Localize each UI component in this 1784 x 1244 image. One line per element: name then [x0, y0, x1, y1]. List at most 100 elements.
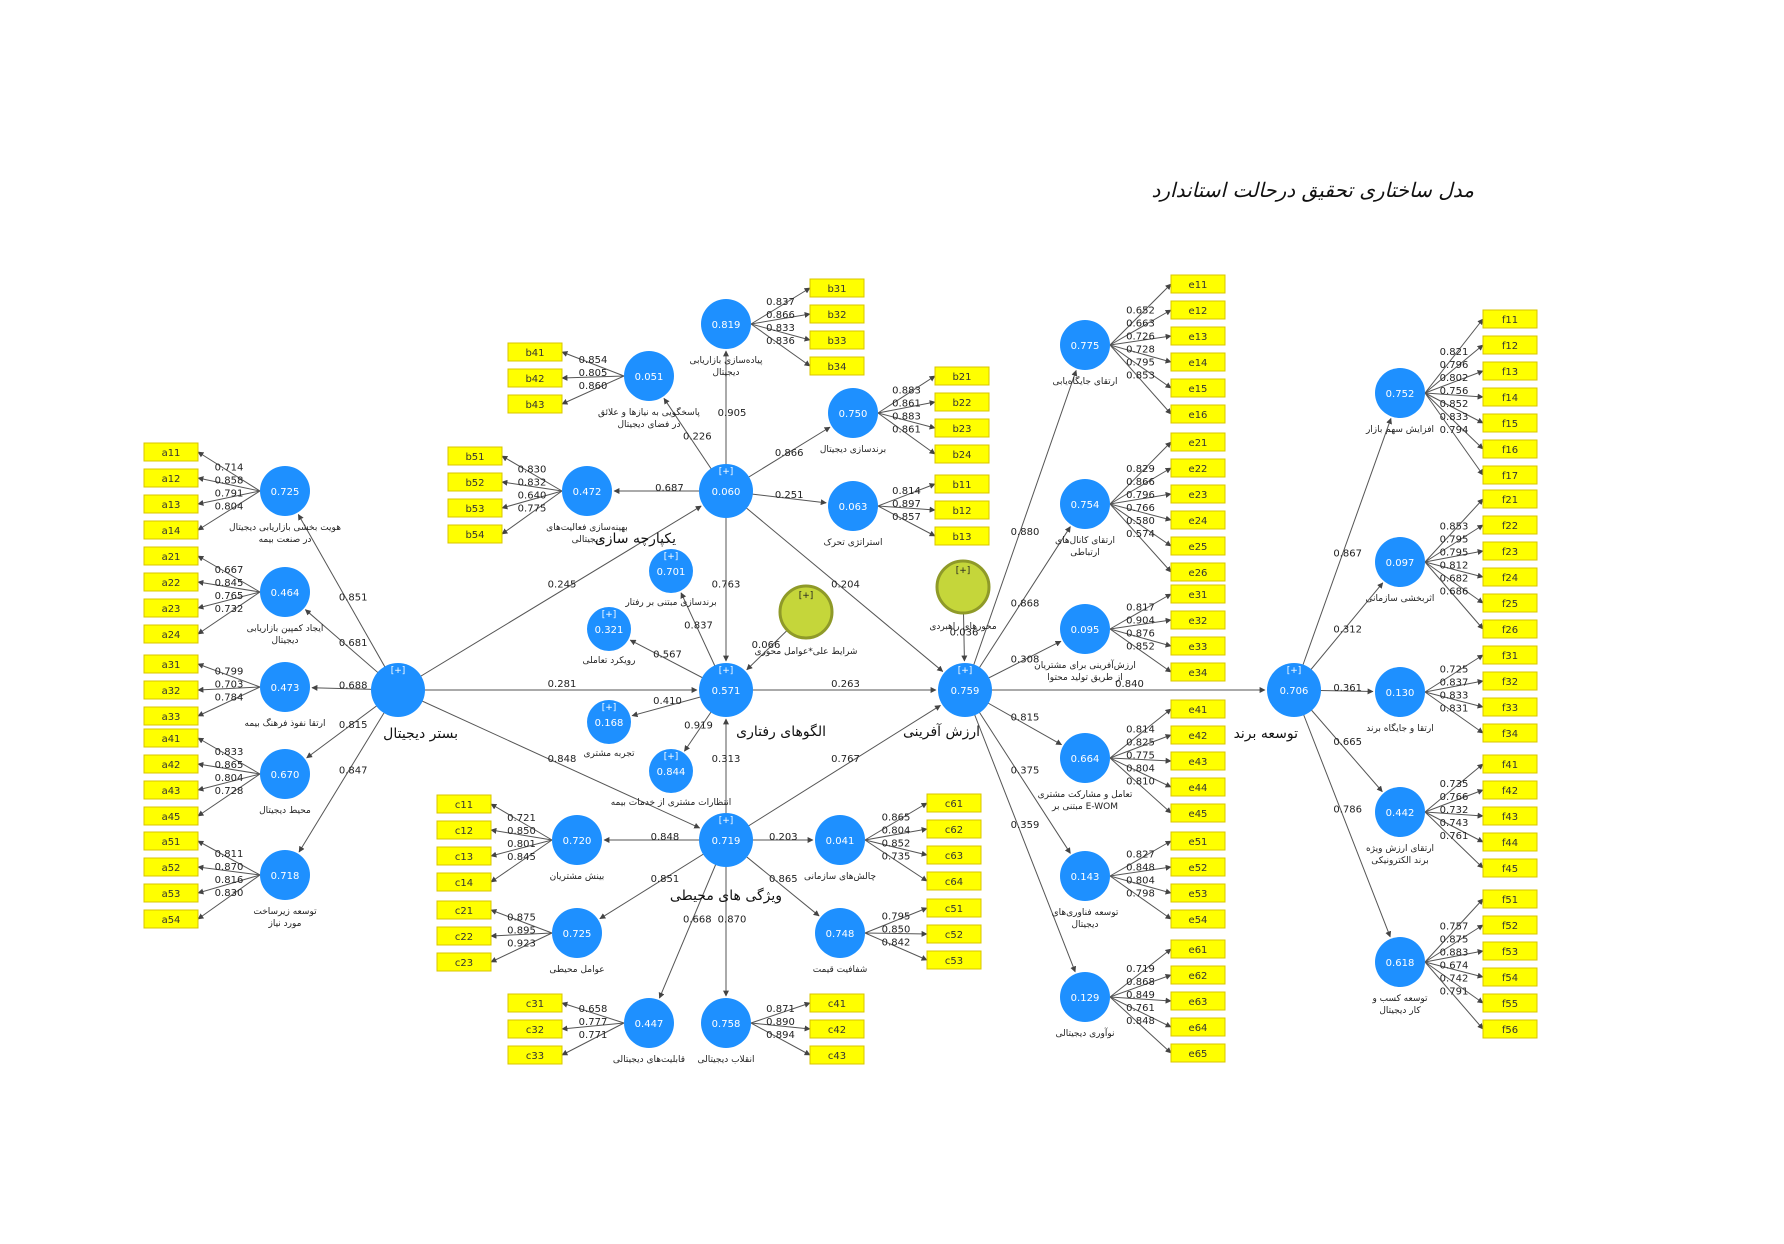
- indicator-box[interactable]: [1170, 300, 1226, 320]
- indicator-box[interactable]: [1170, 831, 1226, 851]
- indicator-box[interactable]: [1482, 309, 1538, 329]
- latent-node-c6[interactable]: 0.041: [815, 815, 865, 865]
- indicator-box[interactable]: [1482, 858, 1538, 878]
- indicator-f31[interactable]: f31: [1482, 645, 1538, 665]
- latent-circle[interactable]: [1060, 972, 1110, 1022]
- latent-circle[interactable]: [1060, 320, 1110, 370]
- indicator-box[interactable]: [143, 780, 199, 800]
- indicator-box[interactable]: [436, 900, 492, 920]
- indicator-box[interactable]: [809, 304, 865, 324]
- latent-circle[interactable]: [587, 700, 631, 744]
- indicator-e63[interactable]: e63: [1170, 991, 1226, 1011]
- indicator-box[interactable]: [1482, 439, 1538, 459]
- indicator-box[interactable]: [507, 368, 563, 388]
- latent-circle[interactable]: [1375, 667, 1425, 717]
- indicator-box[interactable]: [447, 472, 503, 492]
- indicator-box[interactable]: [1482, 806, 1538, 826]
- indicator-box[interactable]: [1170, 352, 1226, 372]
- indicator-box[interactable]: [436, 820, 492, 840]
- indicator-box[interactable]: [507, 1019, 563, 1039]
- indicator-a54[interactable]: a54: [143, 909, 199, 929]
- indicator-a22[interactable]: a22: [143, 572, 199, 592]
- latent-node-f[interactable]: [+]0.706: [1267, 663, 1321, 717]
- indicator-box[interactable]: [143, 468, 199, 488]
- indicator-e24[interactable]: e24: [1170, 510, 1226, 530]
- latent-circle[interactable]: [699, 813, 753, 867]
- indicator-box[interactable]: [809, 330, 865, 350]
- indicator-box[interactable]: [1170, 1017, 1226, 1037]
- latent-circle[interactable]: [1375, 787, 1425, 837]
- indicator-box[interactable]: [1170, 751, 1226, 771]
- latent-node-f3[interactable]: 0.130: [1375, 667, 1425, 717]
- indicator-box[interactable]: [447, 446, 503, 466]
- indicator-a43[interactable]: a43: [143, 780, 199, 800]
- indicator-box[interactable]: [1170, 432, 1226, 452]
- indicator-a11[interactable]: a11: [143, 442, 199, 462]
- indicator-box[interactable]: [926, 924, 982, 944]
- indicator-a21[interactable]: a21: [143, 546, 199, 566]
- latent-node-e3[interactable]: 0.095: [1060, 604, 1110, 654]
- latent-circle[interactable]: [815, 908, 865, 958]
- indicator-b34[interactable]: b34: [809, 356, 865, 376]
- latent-node-c3[interactable]: 0.447: [624, 998, 674, 1048]
- indicator-box[interactable]: [1170, 699, 1226, 719]
- indicator-c33[interactable]: c33: [507, 1045, 563, 1065]
- latent-circle[interactable]: [649, 749, 693, 793]
- latent-node-e4[interactable]: 0.664: [1060, 733, 1110, 783]
- indicator-a33[interactable]: a33: [143, 706, 199, 726]
- indicator-c21[interactable]: c21: [436, 900, 492, 920]
- indicator-f44[interactable]: f44: [1482, 832, 1538, 852]
- indicator-box[interactable]: [934, 392, 990, 412]
- latent-circle[interactable]: [938, 663, 992, 717]
- indicator-box[interactable]: [143, 572, 199, 592]
- indicator-box[interactable]: [1170, 510, 1226, 530]
- latent-circle[interactable]: [260, 749, 310, 799]
- indicator-box[interactable]: [934, 526, 990, 546]
- latent-node-b[interactable]: [+]0.060: [699, 464, 753, 518]
- indicator-box[interactable]: [1482, 1019, 1538, 1039]
- indicator-a12[interactable]: a12: [143, 468, 199, 488]
- latent-circle[interactable]: [699, 663, 753, 717]
- indicator-c42[interactable]: c42: [809, 1019, 865, 1039]
- indicator-box[interactable]: [143, 831, 199, 851]
- indicator-a53[interactable]: a53: [143, 883, 199, 903]
- latent-node-a1[interactable]: 0.725: [260, 466, 310, 516]
- indicator-e23[interactable]: e23: [1170, 484, 1226, 504]
- latent-node-e1[interactable]: 0.775: [1060, 320, 1110, 370]
- indicator-c61[interactable]: c61: [926, 793, 982, 813]
- indicator-box[interactable]: [143, 706, 199, 726]
- indicator-a45[interactable]: a45: [143, 806, 199, 826]
- latent-node-b5[interactable]: 0.472: [562, 466, 612, 516]
- moderator-circle[interactable]: [778, 584, 834, 640]
- indicator-c41[interactable]: c41: [809, 993, 865, 1013]
- indicator-box[interactable]: [1482, 993, 1538, 1013]
- latent-circle[interactable]: [1060, 733, 1110, 783]
- indicator-f33[interactable]: f33: [1482, 697, 1538, 717]
- indicator-f21[interactable]: f21: [1482, 489, 1538, 509]
- indicator-box[interactable]: [1482, 889, 1538, 909]
- indicator-box[interactable]: [143, 442, 199, 462]
- latent-node-b2[interactable]: 0.750: [828, 388, 878, 438]
- indicator-f41[interactable]: f41: [1482, 754, 1538, 774]
- indicator-box[interactable]: [507, 993, 563, 1013]
- indicator-box[interactable]: [1170, 636, 1226, 656]
- latent-node-e[interactable]: [+]0.759: [938, 663, 992, 717]
- indicator-box[interactable]: [1482, 413, 1538, 433]
- indicator-box[interactable]: [926, 898, 982, 918]
- indicator-box[interactable]: [1482, 723, 1538, 743]
- indicator-c52[interactable]: c52: [926, 924, 982, 944]
- indicator-f15[interactable]: f15: [1482, 413, 1538, 433]
- latent-node-c[interactable]: [+]0.719: [699, 813, 753, 867]
- indicator-a14[interactable]: a14: [143, 520, 199, 540]
- indicator-box[interactable]: [926, 793, 982, 813]
- indicator-box[interactable]: [1482, 915, 1538, 935]
- indicator-box[interactable]: [143, 883, 199, 903]
- indicator-a24[interactable]: a24: [143, 624, 199, 644]
- latent-circle[interactable]: [815, 815, 865, 865]
- latent-node-f2[interactable]: 0.097: [1375, 537, 1425, 587]
- indicator-b23[interactable]: b23: [934, 418, 990, 438]
- indicator-box[interactable]: [143, 728, 199, 748]
- indicator-box[interactable]: [143, 494, 199, 514]
- indicator-e22[interactable]: e22: [1170, 458, 1226, 478]
- latent-circle[interactable]: [260, 567, 310, 617]
